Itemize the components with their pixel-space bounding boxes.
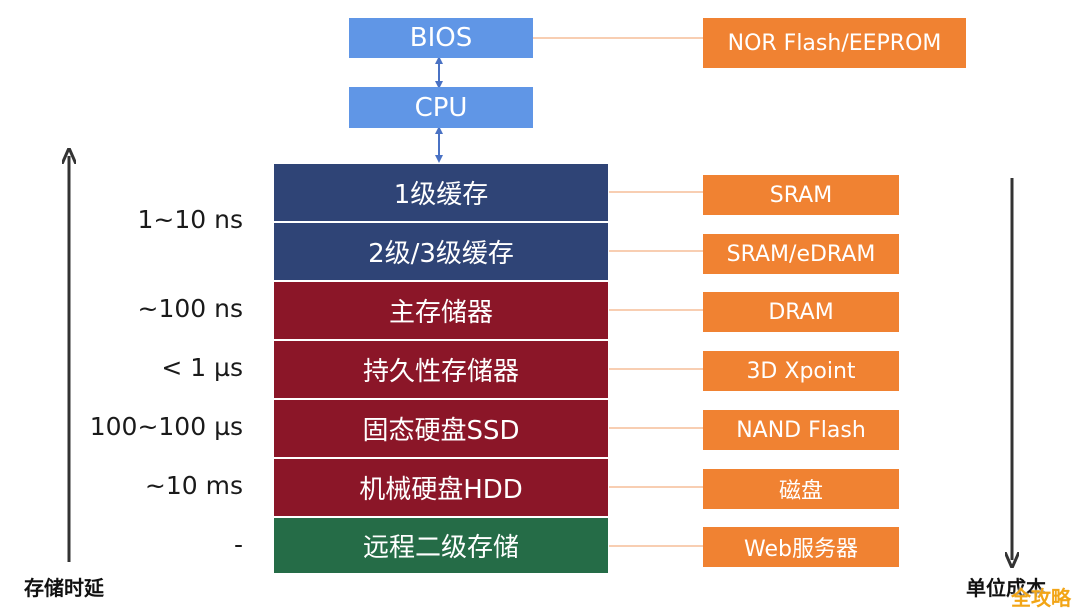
tech-box-web-server: Web服务器 (703, 527, 899, 567)
tech-label: DRAM (768, 299, 834, 325)
tier-label: 主存储器 (388, 298, 493, 328)
tech-box-disk: 磁盘 (703, 469, 899, 509)
tech-label: 3D Xpoint (746, 358, 856, 384)
tier-label: 远程二级存储 (362, 533, 519, 563)
latency-label-remote: - (233, 530, 243, 559)
tier-label: 2级/3级缓存 (368, 239, 514, 269)
tech-box-bios: NOR Flash/EEPROM (703, 18, 966, 68)
tech-box-sram: SRAM (703, 175, 899, 215)
tier-remote-storage: 远程二级存储 (273, 517, 609, 574)
tier-persistent-memory: 持久性存储器 (273, 340, 609, 399)
tier-label: 机械硬盘HDD (359, 475, 523, 505)
cpu-box: CPU (349, 87, 533, 128)
tech-label-bios: NOR Flash/EEPROM (727, 30, 942, 56)
latency-label-persistent-memory: < 1 µs (161, 353, 243, 382)
tech-label: 磁盘 (778, 479, 823, 504)
latency-label-hdd: ~10 ms (144, 471, 243, 500)
tech-label: SRAM (769, 182, 833, 208)
tech-label: NAND Flash (736, 417, 866, 443)
latency-label-ssd: 100~100 µs (89, 412, 243, 441)
bios-label: BIOS (409, 23, 473, 53)
latency-label-cache: 1~10 ns (137, 205, 243, 234)
tech-box-nand-flash: NAND Flash (703, 410, 899, 450)
tech-box-3d-xpoint: 3D Xpoint (703, 351, 899, 391)
watermark-text: 全攻略 (1011, 586, 1071, 610)
tier-ssd: 固态硬盘SSD (273, 399, 609, 458)
tier-label: 持久性存储器 (362, 357, 519, 387)
tier-label: 1级缓存 (393, 180, 489, 210)
tech-box-sram-edram: SRAM/eDRAM (703, 234, 899, 274)
tech-label: SRAM/eDRAM (726, 241, 876, 267)
tier-hdd: 机械硬盘HDD (273, 458, 609, 517)
tier-label: 固态硬盘SSD (362, 416, 520, 446)
tier-l1-cache: 1级缓存 (273, 163, 609, 222)
bios-box: BIOS (349, 18, 533, 58)
tier-l2-l3-cache: 2级/3级缓存 (273, 222, 609, 281)
cpu-label: CPU (414, 92, 468, 123)
latency-label-main-memory: ~100 ns (137, 294, 243, 323)
tier-main-memory: 主存储器 (273, 281, 609, 340)
cost-axis-label: 单位成本 (966, 576, 1046, 600)
tech-box-dram: DRAM (703, 292, 899, 332)
tech-label: Web服务器 (744, 537, 858, 562)
latency-axis-label: 存储时延 (24, 576, 104, 600)
